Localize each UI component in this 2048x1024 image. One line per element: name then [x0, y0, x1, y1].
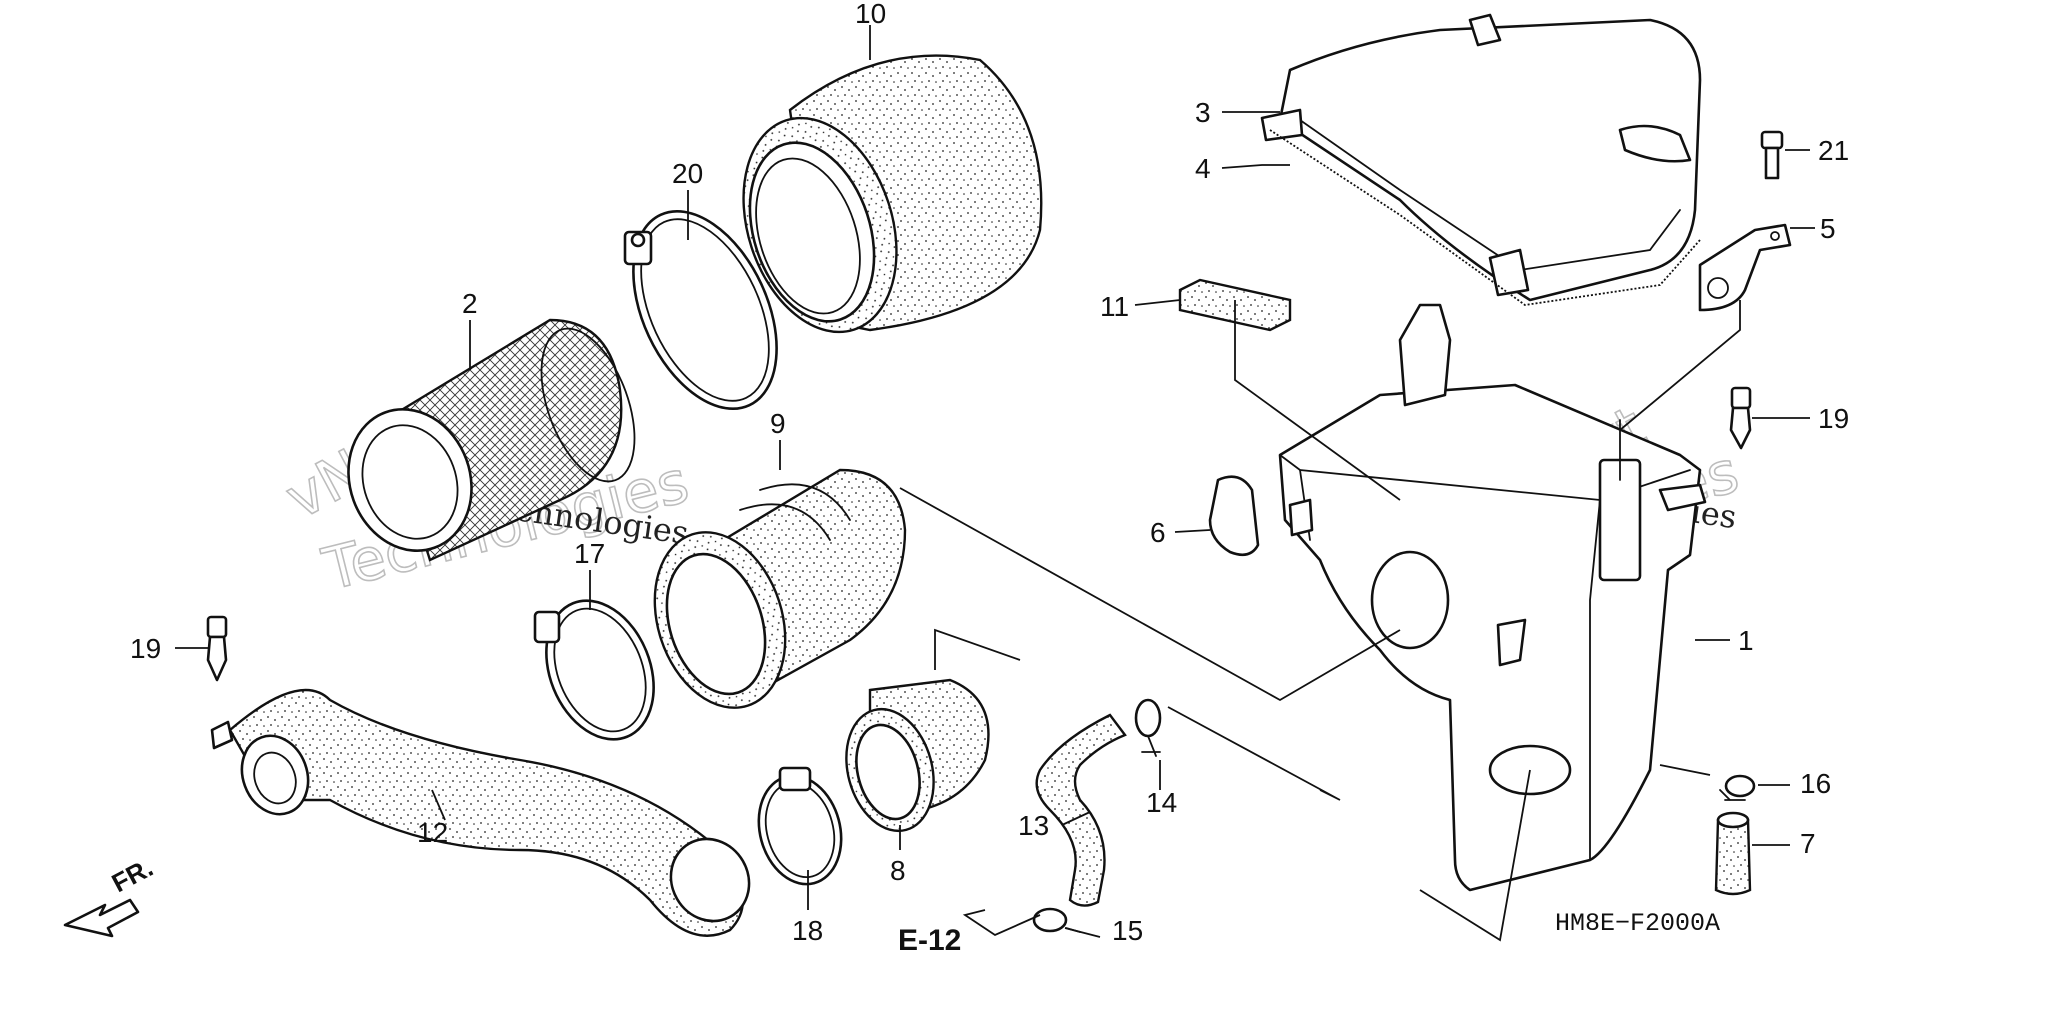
drain-tube	[1035, 713, 1127, 907]
connecting-tube	[653, 468, 907, 709]
callout-13: 13	[1018, 810, 1049, 841]
tube-clip-15	[1032, 907, 1081, 933]
callout-21: 21	[1818, 135, 1849, 166]
clip-right	[1729, 386, 1752, 450]
tube-clip-14	[1134, 698, 1162, 757]
joint-band	[757, 766, 843, 886]
callout-1: 1	[1738, 625, 1754, 656]
air-filter-element	[742, 54, 1043, 334]
wire-clamp	[1208, 475, 1260, 557]
callout-7: 7	[1800, 828, 1816, 859]
cross-reference-label: E-12	[898, 924, 961, 957]
callout-4: 4	[1195, 153, 1211, 184]
front-direction-arrow: FR.	[63, 852, 158, 938]
callout-17: 17	[574, 538, 605, 569]
joint-tube	[845, 678, 990, 833]
intake-duct	[210, 688, 751, 937]
callout-14: 14	[1146, 787, 1177, 818]
air-cleaner-case	[1278, 303, 1707, 892]
callout-18: 18	[792, 915, 823, 946]
callout-19-left: 19	[130, 633, 161, 664]
bolt	[1760, 130, 1784, 180]
callout-5: 5	[1820, 213, 1836, 244]
cover-gasket	[1269, 129, 1701, 306]
callout-2: 2	[462, 288, 478, 319]
callout-numbers: 10 20 2 9 17 19 12 18 8 13 14 15 16 7 1 …	[130, 0, 1849, 946]
drain-plug	[1714, 811, 1752, 896]
drawing-code: HM8E−F2000A	[1555, 909, 1720, 938]
tube-band-upper	[533, 599, 655, 741]
callout-3: 3	[1195, 97, 1211, 128]
tube-clip-16	[1719, 774, 1756, 801]
filter-band	[623, 209, 778, 411]
callout-20: 20	[672, 158, 703, 189]
callout-9: 9	[770, 408, 786, 439]
filter-screen	[347, 318, 636, 562]
callout-11: 11	[1100, 291, 1129, 322]
clip-left	[206, 615, 228, 682]
front-label: FR.	[107, 852, 158, 898]
callout-6: 6	[1150, 517, 1166, 548]
callout-8: 8	[890, 855, 906, 886]
callout-15: 15	[1112, 915, 1143, 946]
callout-19-right: 19	[1818, 403, 1849, 434]
callout-16: 16	[1800, 768, 1831, 799]
case-bracket	[1698, 223, 1792, 312]
callout-10: 10	[855, 0, 886, 29]
leader-lines	[175, 25, 1815, 942]
callout-12: 12	[417, 817, 448, 848]
case-cover	[1260, 13, 1702, 302]
